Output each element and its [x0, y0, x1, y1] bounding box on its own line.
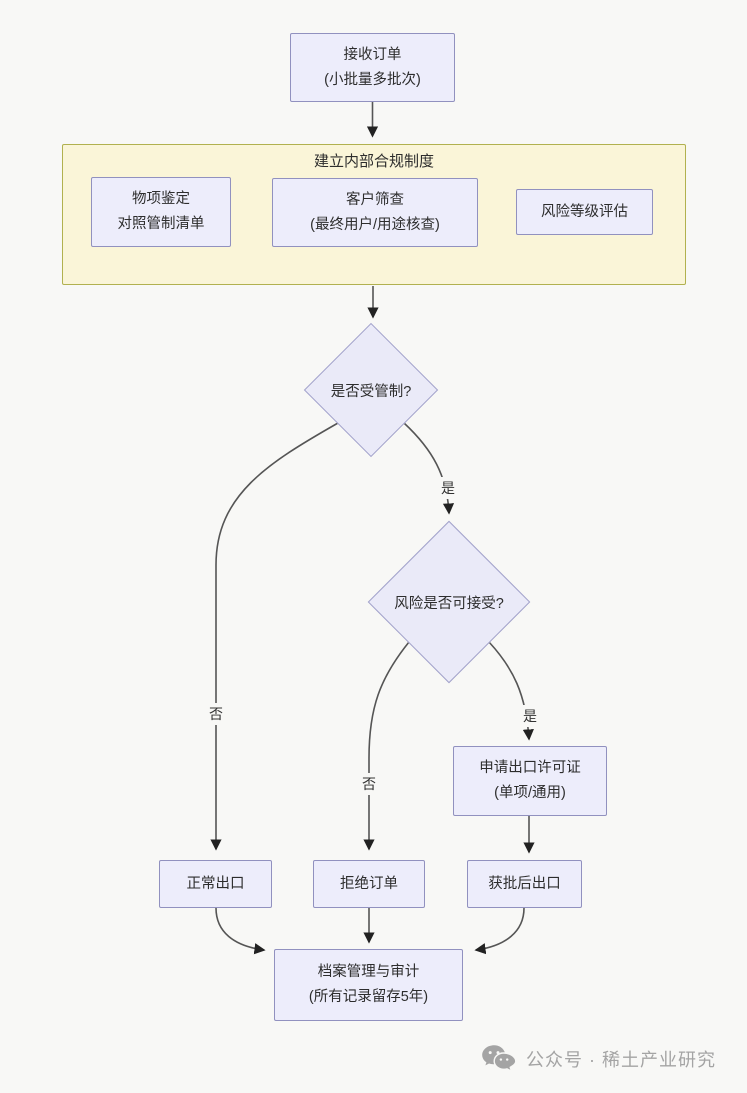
node-reject-order-label: 拒绝订单 — [340, 875, 398, 892]
node-customer-screening-line2: (最终用户/用途核查) — [310, 216, 440, 233]
node-customer-screening-line1: 客户筛查 — [346, 191, 404, 208]
group-title: 建立内部合规制度 — [313, 153, 434, 170]
node-reject-order: 拒绝订单 — [313, 860, 425, 908]
edge-label-risk-yes: 是 — [520, 705, 540, 727]
node-customer-screening: 客户筛查 (最终用户/用途核查) — [272, 178, 478, 247]
edge-label-risk-no: 否 — [359, 773, 379, 795]
node-apply-license-line2: (单项/通用) — [494, 785, 566, 801]
node-archive-audit-line1: 档案管理与审计 — [317, 964, 420, 980]
node-receive-order: 接收订单 (小批量多批次) — [290, 33, 455, 102]
decision-is-controlled-label: 是否受管制? — [330, 383, 412, 400]
edge-label-controlled-yes: 是 — [438, 477, 458, 499]
decision-risk-acceptable-label: 风险是否可接受? — [394, 595, 504, 612]
edge-label-controlled-no: 否 — [206, 703, 226, 725]
node-item-identification: 物项鉴定 对照管制清单 — [91, 177, 231, 247]
node-apply-license: 申请出口许可证 (单项/通用) — [453, 746, 607, 816]
node-receive-order-line1: 接收订单 — [343, 46, 402, 63]
edge-approved-to-archive — [474, 907, 525, 955]
node-risk-grading-label: 风险等级评估 — [541, 203, 628, 220]
decision-risk-acceptable: 风险是否可接受? — [367, 520, 531, 684]
node-receive-order-line2: (小批量多批次) — [324, 71, 421, 88]
node-item-identification-line1: 物项鉴定 — [132, 191, 190, 207]
watermark-text: 公众号 · 稀土产业研究 — [526, 1050, 716, 1070]
decision-is-controlled: 是否受管制? — [303, 322, 439, 458]
node-item-identification-line2: 对照管制清单 — [117, 216, 205, 232]
node-archive-audit-line2: (所有记录留存5年) — [308, 989, 429, 1005]
node-archive-audit: 档案管理与审计 (所有记录留存5年) — [274, 949, 463, 1021]
node-normal-export-label: 正常出口 — [186, 875, 245, 892]
node-normal-export: 正常出口 — [159, 860, 272, 908]
node-apply-license-line1: 申请出口许可证 — [479, 760, 581, 776]
node-risk-grading: 风险等级评估 — [516, 189, 653, 235]
node-approved-export: 获批后出口 — [467, 860, 582, 908]
node-approved-export-label: 获批后出口 — [488, 875, 561, 892]
edge-normal-to-archive — [215, 907, 266, 955]
wechat-icon — [481, 1044, 517, 1074]
watermark: 公众号 · 稀土产业研究 — [481, 1044, 716, 1074]
edge-controlled-no — [210, 422, 339, 851]
